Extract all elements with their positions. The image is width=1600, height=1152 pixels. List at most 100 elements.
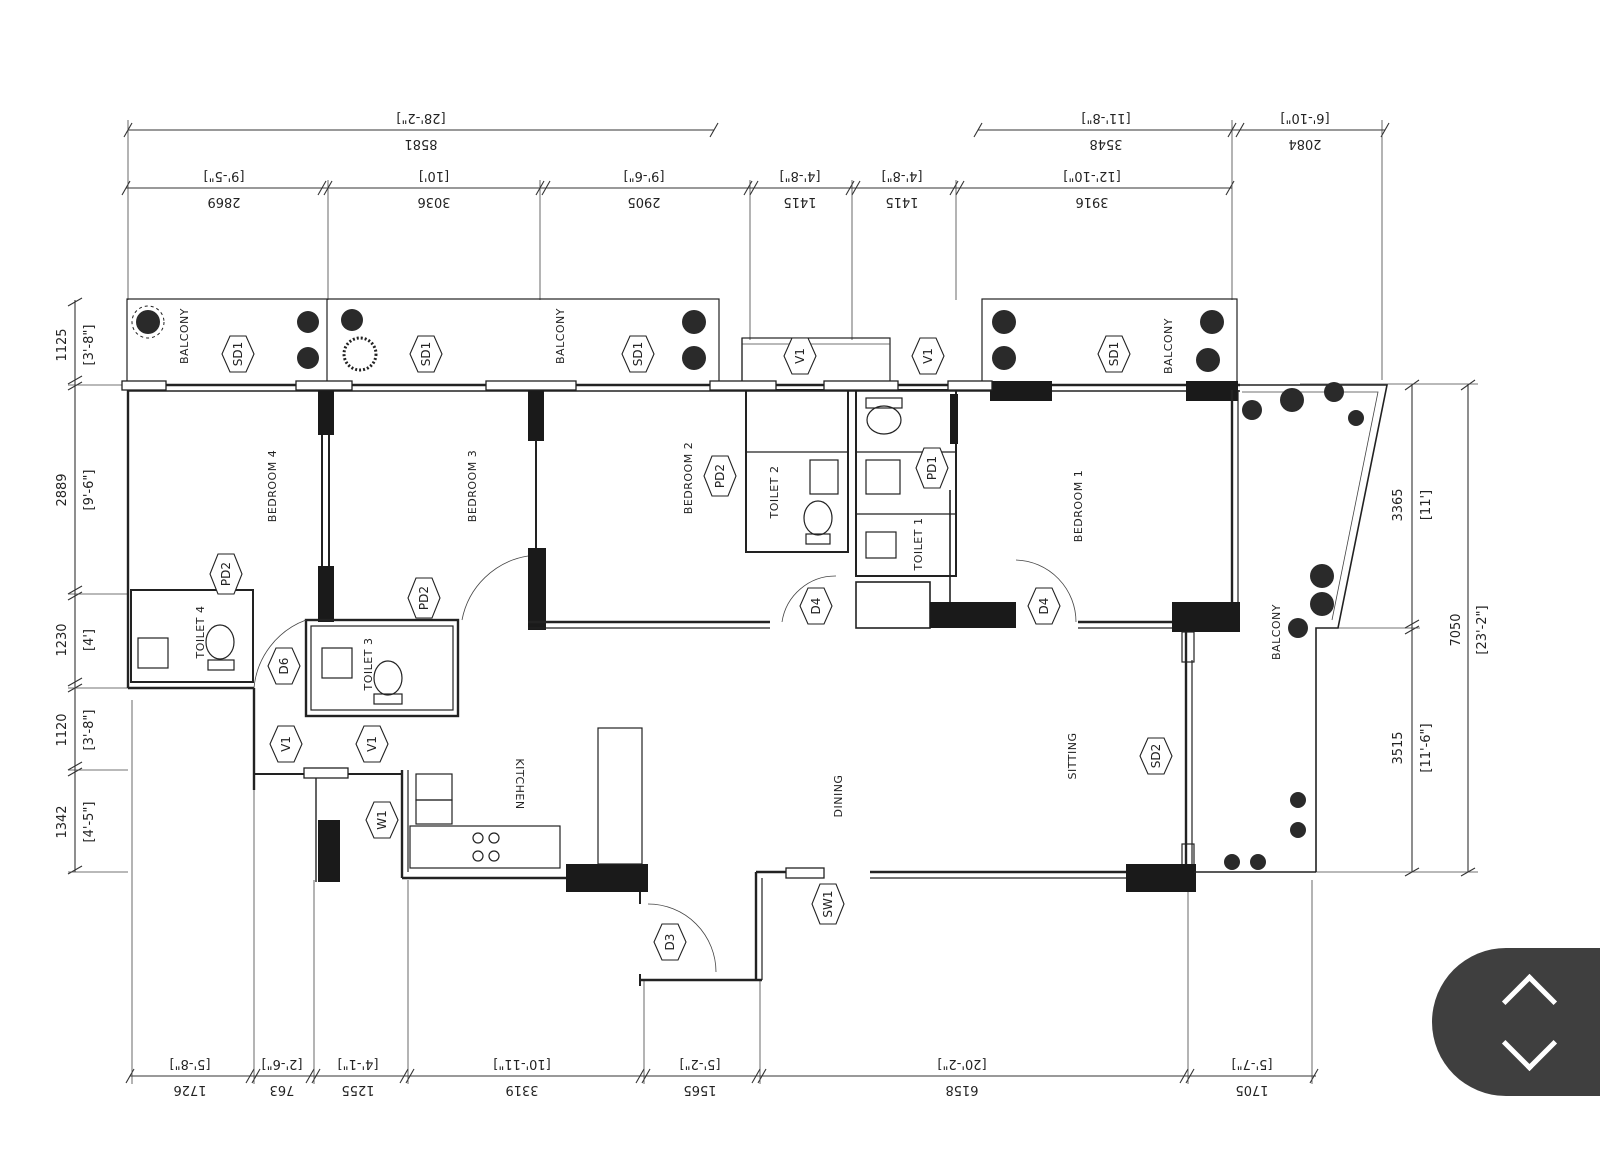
plant-icon [1288,564,1334,638]
left-dimensions: 1125 [3'-8"] 2889 [9'-6"] 1230 [4'] 1120… [55,297,128,875]
dim-seg-2-mm: 3036 [417,194,450,209]
tag-sd2: SD2 [1139,737,1173,775]
svg-text:PD2: PD2 [417,586,431,610]
toilet-fixture-1 [865,397,903,559]
tag-pd2: PD2 [209,553,243,595]
dim-bottom-1-mm: 1726 [173,1082,206,1097]
dim-left-2-imperial: [9'-6"] [82,470,97,511]
plant-icon [1242,382,1364,426]
dim-left-5-imperial: [4'-5"] [82,802,97,843]
dim-bottom-6-imperial: [20'-2"] [937,1056,986,1071]
tag-d6: D6 [267,647,301,685]
plant-icon [1224,792,1306,870]
dim-left-4-mm: 1120 [55,713,70,746]
dim-left-5-mm: 1342 [55,805,70,838]
dim-seg-6-mm: 3916 [1075,194,1108,209]
room-label-bedroom-1: BEDROOM 1 [1072,470,1085,542]
bottom-dimensions: 1726 [5'-8"] 763 [2'-6"] 1255 [4'-1"] 33… [125,700,1319,1097]
room-label-bedroom-4: BEDROOM 4 [266,450,279,522]
dim-bottom-6-mm: 6158 [945,1082,978,1097]
toilet-fixture-2 [803,459,839,545]
tags: SD1 SD1 SD1 SD1 V1 V1 PD1 PD2 PD2 PD2 D4… [209,335,1173,961]
room-label-dining: DINING [832,775,845,818]
dim-overall-left-imperial: [28'-2"] [396,110,445,125]
kitchen-fixtures [409,773,561,869]
room-label-kitchen: KITCHEN [513,758,526,809]
svg-text:D6: D6 [277,658,291,675]
tag-d4: D4 [1027,587,1061,625]
tag-pd2: PD2 [407,577,441,619]
dim-right-1-imperial: [11'] [1419,490,1434,520]
svg-text:D4: D4 [809,598,823,615]
tag-sd1: SD1 [409,335,443,373]
tag-d3: D3 [653,923,687,961]
svg-text:V1: V1 [279,736,293,752]
svg-text:SD1: SD1 [231,342,245,367]
svg-text:D3: D3 [663,934,677,951]
svg-text:PD1: PD1 [925,456,939,480]
openings [121,380,1077,973]
svg-text:SW1: SW1 [821,890,835,917]
dim-seg-4-mm: 1415 [783,194,816,209]
room-label-balcony-4: BALCONY [1270,604,1283,660]
room-label-toilet-2: TOILET 2 [768,466,781,520]
room-label-bedroom-2: BEDROOM 2 [682,442,695,514]
dim-bottom-2-imperial: [2'-6"] [262,1056,303,1071]
dim-overall-left-mm: 8581 [404,136,437,151]
dim-overall-right-a-mm: 3548 [1089,136,1122,151]
tag-v1: V1 [911,337,945,375]
dim-left-3-mm: 1230 [55,623,70,656]
dim-bottom-4-mm: 3319 [505,1082,538,1097]
dim-seg-3-imperial: [9'-6"] [624,168,665,183]
room-label-balcony-3: BALCONY [1162,318,1175,374]
dim-right-2-imperial: [11'-6"] [1419,723,1434,772]
dim-bottom-1-imperial: [5'-8"] [170,1056,211,1071]
plant-icon [297,311,319,369]
top-balconies [126,298,1238,386]
svg-text:V1: V1 [365,736,379,752]
toilet-fixture-3 [321,647,403,705]
dim-bottom-3-mm: 1255 [341,1082,374,1097]
svg-text:SD1: SD1 [1107,342,1121,367]
svg-text:PD2: PD2 [713,464,727,488]
svg-text:SD1: SD1 [419,342,433,367]
tag-w1: W1 [365,801,399,839]
scroll-control[interactable] [1432,948,1600,1096]
dim-left-1-imperial: [3'-8"] [82,325,97,366]
dim-seg-5-mm: 1415 [885,194,918,209]
dim-overall-right-b-imperial: [6'-10"] [1280,110,1329,125]
dim-bottom-4-imperial: [10'-11"] [493,1056,550,1071]
tag-d4: D4 [799,587,833,625]
svg-text:SD2: SD2 [1149,744,1163,769]
top-dimensions: 8581 [28'-2"] 3548 [11'-8"] 2084 [6'-10"… [121,110,1390,380]
room-label-toilet-3: TOILET 3 [362,638,375,692]
dim-bottom-5-imperial: [5'-2"] [680,1056,721,1071]
room-label-bedroom-3: BEDROOM 3 [466,450,479,522]
dim-seg-3-mm: 2905 [627,194,660,209]
tag-pd2: PD2 [703,455,737,497]
room-label-toilet-1: TOILET 1 [912,518,925,572]
chevron-down-icon[interactable] [1501,1015,1558,1072]
right-dimensions: 3365 [11'] 3515 [11'-6"] 7050 [23'-2"] [1300,379,1490,877]
dim-seg-2-imperial: [10'] [419,168,449,183]
tag-v1: V1 [355,725,389,763]
dim-left-1-mm: 1125 [55,328,70,361]
room-label-toilet-4: TOILET 4 [194,606,207,660]
tag-pd1: PD1 [915,447,949,489]
tag-v1: V1 [269,725,303,763]
dim-left-3-imperial: [4'] [82,629,97,651]
dim-right-2-mm: 3515 [1391,731,1406,764]
dim-right-1-mm: 3365 [1391,488,1406,521]
room-label-sitting: SITTING [1066,733,1079,780]
dim-seg-1-mm: 2869 [207,194,240,209]
tag-sw1: SW1 [811,883,845,925]
room-label-balcony-1: BALCONY [178,308,191,364]
tag-sd1: SD1 [221,335,255,373]
dim-seg-4-imperial: [4'-8"] [780,168,821,183]
dim-seg-6-imperial: [12'-10"] [1063,168,1120,183]
dim-left-2-mm: 2889 [55,473,70,506]
room-label-balcony-2: BALCONY [554,308,567,364]
walls [126,381,1388,986]
toilet-fixture-4 [137,624,235,671]
tag-sd1: SD1 [621,335,655,373]
